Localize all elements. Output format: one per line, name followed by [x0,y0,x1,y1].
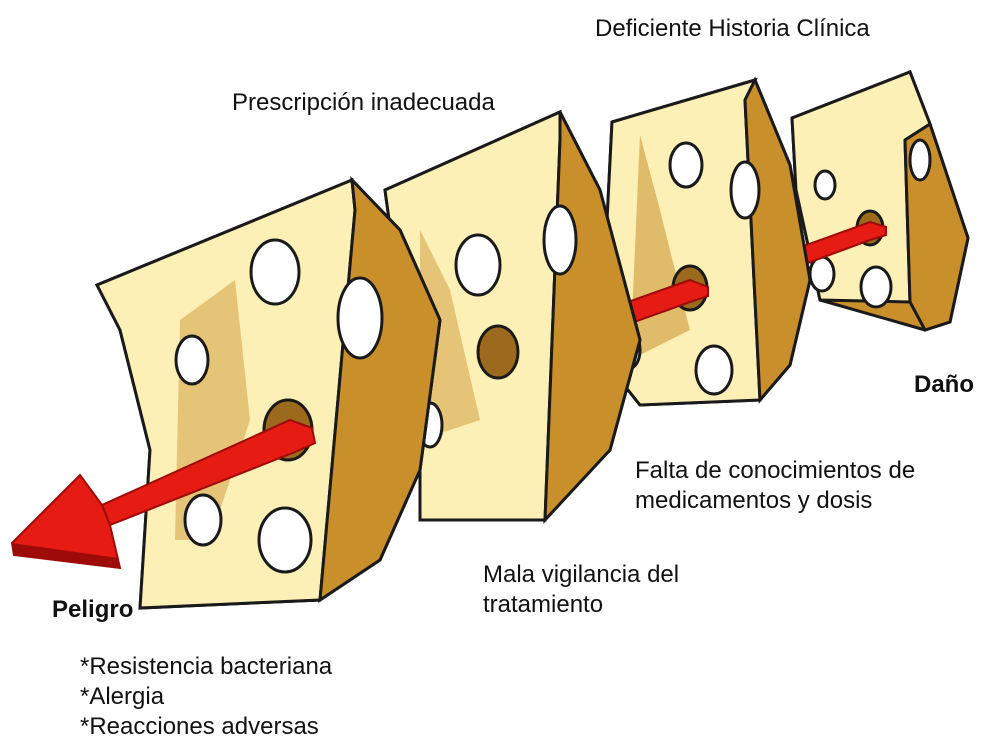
falta-line-1: Falta de conocimientos de [635,456,915,486]
cheese-slice-1 [97,180,440,608]
label-historia-clinica: Deficiente Historia Clínica [595,14,870,44]
label-peligro: Peligro [52,595,133,625]
consequence-reacciones: *Reacciones adversas [80,712,332,742]
label-falta-conocimientos: Falta de conocimientos de medicamentos y… [635,456,915,516]
cheese-slice-4 [792,72,968,330]
consequence-resistencia: *Resistencia bacteriana [80,652,332,682]
falta-line-2: medicamentos y dosis [635,486,915,516]
label-prescripcion: Prescripción inadecuada [232,88,495,118]
vigilancia-line-2: tratamiento [483,590,679,620]
vigilancia-line-1: Mala vigilancia del [483,560,679,590]
consequences-list: *Resistencia bacteriana *Alergia *Reacci… [80,652,332,742]
label-dano: Daño [914,370,974,400]
label-mala-vigilancia: Mala vigilancia del tratamiento [483,560,679,620]
consequence-alergia: *Alergia [80,682,332,712]
